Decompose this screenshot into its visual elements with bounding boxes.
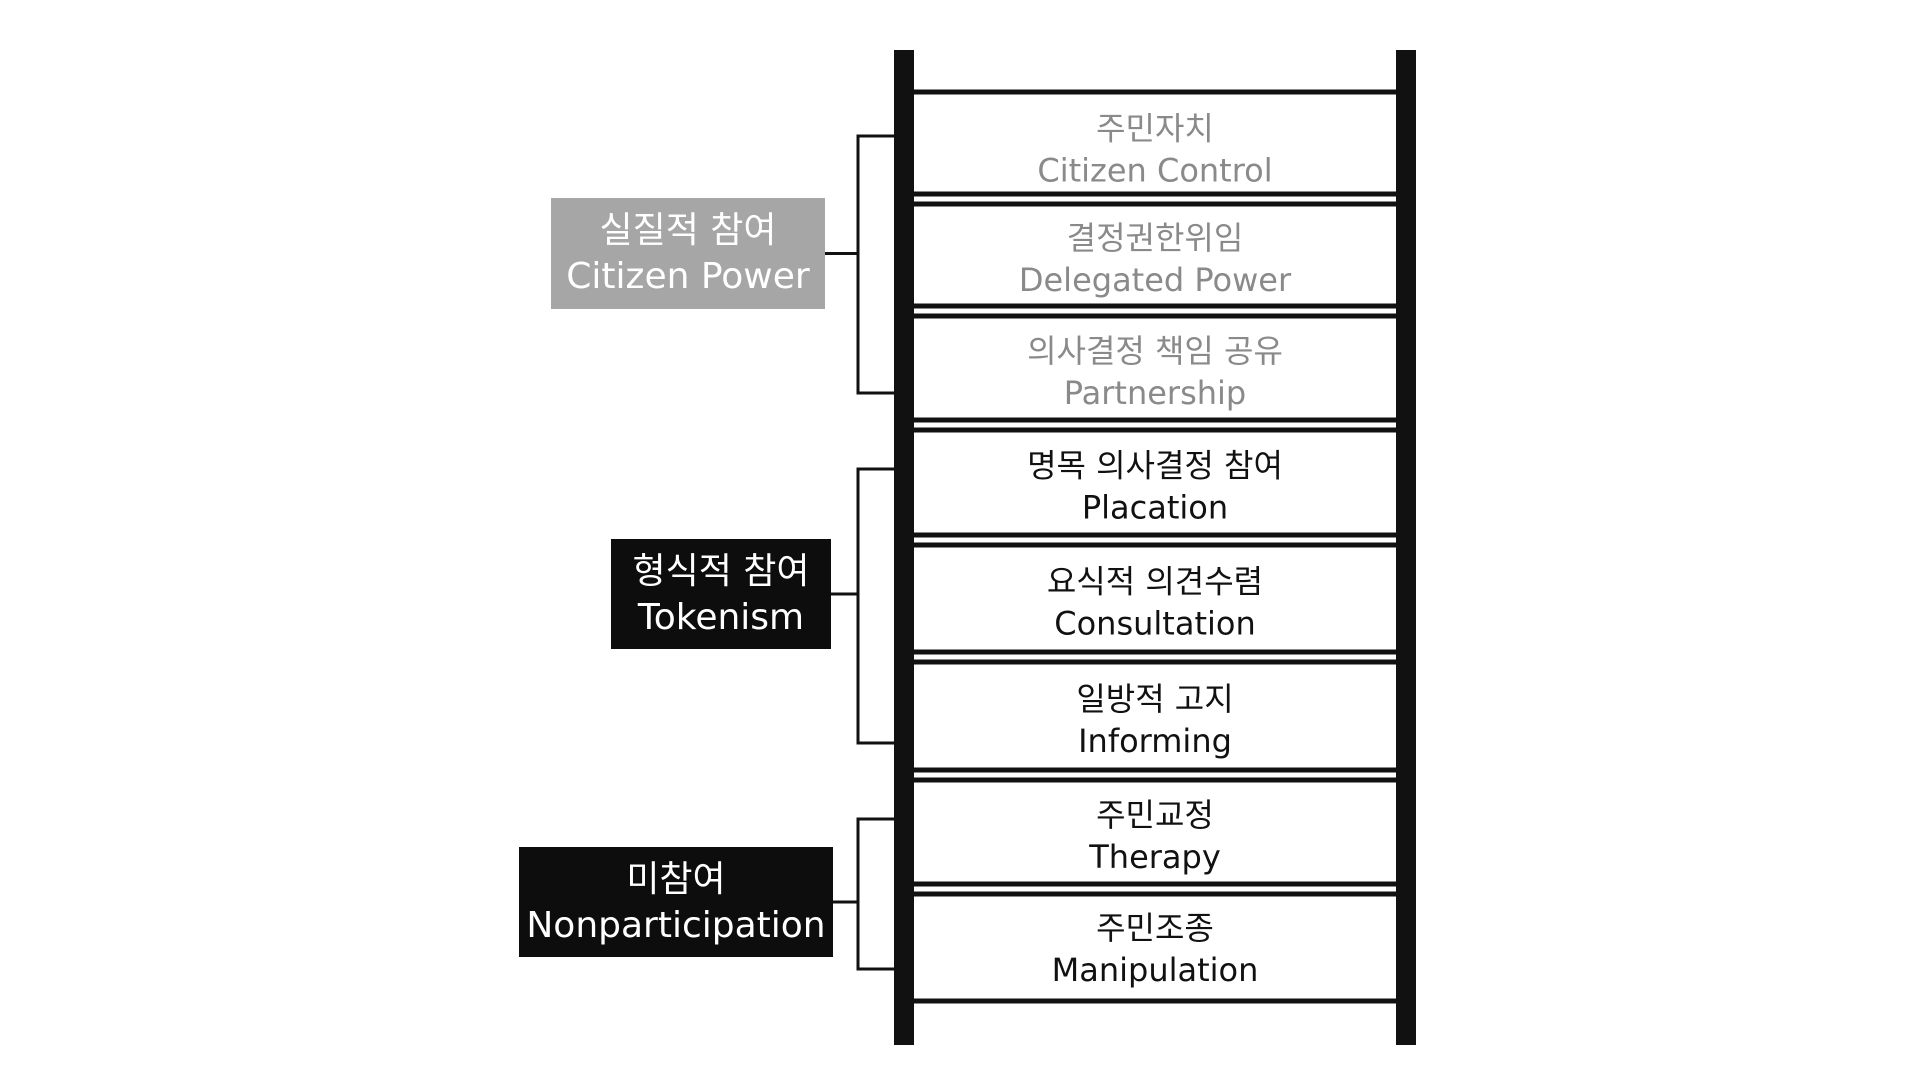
rung-line	[914, 542, 1396, 548]
rung-label-ko: 일방적 고지	[1076, 680, 1233, 718]
rung-label-ko: 주민조종	[1096, 909, 1214, 947]
rung-line	[914, 427, 1396, 433]
rung-line	[914, 998, 1396, 1004]
group-label-en: Tokenism	[637, 597, 804, 638]
right-rail	[1396, 50, 1416, 1045]
rung-label-en: Partnership	[1064, 374, 1246, 412]
rung-line	[914, 303, 1396, 309]
rung-line	[914, 767, 1396, 773]
rung-label-en: Therapy	[1088, 838, 1221, 876]
rung-label-ko: 결정권한위임	[1067, 219, 1244, 257]
rung-label-ko: 요식적 의견수렴	[1047, 563, 1263, 601]
rung-line	[914, 891, 1396, 897]
group-label-box	[551, 198, 825, 309]
group-bracket	[856, 817, 894, 971]
rung-line	[914, 532, 1396, 538]
group-bracket	[856, 467, 894, 745]
group-label-ko: 미참여	[626, 859, 725, 900]
group-label-box	[611, 539, 831, 649]
rung-label-ko: 의사결정 책임 공유	[1027, 332, 1283, 370]
rung-label-ko: 주민교정	[1096, 796, 1214, 834]
group-label-en: Nonparticipation	[526, 905, 825, 946]
rung-line	[914, 201, 1396, 207]
left-rail	[894, 50, 914, 1045]
group-label-ko: 형식적 참여	[632, 551, 809, 592]
group-label-box	[519, 847, 833, 957]
rung-line	[914, 191, 1396, 197]
rung-line	[914, 659, 1396, 665]
rung-label-en: Manipulation	[1052, 951, 1259, 989]
rung-line	[914, 881, 1396, 887]
rung-line	[914, 417, 1396, 423]
rung-label-en: Citizen Control	[1037, 152, 1272, 190]
rung-line	[914, 777, 1396, 783]
rung-label-ko: 명목 의사결정 참여	[1027, 447, 1283, 485]
rung-label-en: Consultation	[1054, 605, 1256, 643]
group-bracket	[856, 134, 894, 395]
rung-label-en: Delegated Power	[1019, 261, 1292, 299]
rung-line	[914, 313, 1396, 319]
rung-line	[914, 649, 1396, 655]
group-label-ko: 실질적 참여	[599, 210, 776, 251]
group-label-en: Citizen Power	[566, 256, 810, 297]
rung-line	[914, 89, 1396, 95]
rung-label-ko: 주민자치	[1096, 110, 1214, 148]
rung-label-en: Informing	[1078, 722, 1232, 760]
rung-label-en: Placation	[1082, 489, 1228, 527]
